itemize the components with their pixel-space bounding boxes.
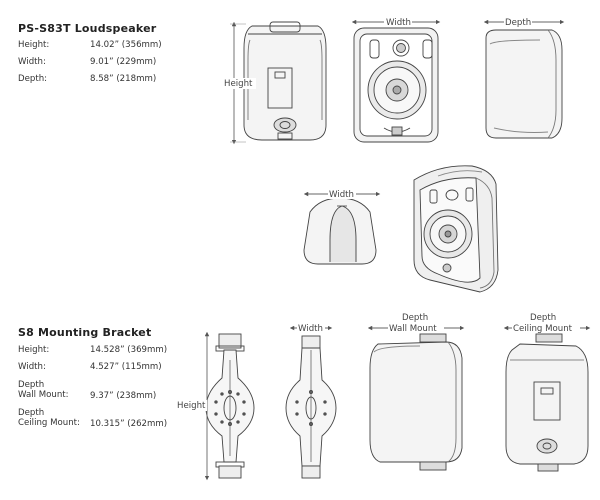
spec-label-line1: Depth xyxy=(18,408,45,418)
height-label: Height xyxy=(177,401,206,411)
bracket-side-view xyxy=(285,325,337,479)
depth-label: Depth xyxy=(402,313,428,323)
spec-label: Height: xyxy=(18,345,50,355)
bracket-title: S8 Mounting Bracket xyxy=(18,326,152,339)
spec-value: 8.58” (218mm) xyxy=(90,74,157,84)
width-label: Width xyxy=(329,190,354,200)
spec-label-line2: Wall Mount: xyxy=(18,390,69,400)
width-label: Width xyxy=(298,324,323,334)
spec-value: 9.01” (229mm) xyxy=(90,57,157,67)
spec-label: Depth Wall Mount: xyxy=(18,380,69,400)
spec-label: Depth Ceiling Mount: xyxy=(18,408,80,428)
speaker-top-view xyxy=(303,191,381,265)
speaker-perspective-view xyxy=(413,165,499,293)
spec-label: Width: xyxy=(18,362,46,372)
spec-value: 10.315” (262mm) xyxy=(90,419,168,429)
spec-value: 14.02” (356mm) xyxy=(90,40,162,50)
height-label: Height xyxy=(224,79,253,89)
ceiling-mount-view xyxy=(503,325,591,472)
spec-label-line1: Depth xyxy=(18,380,45,390)
bracket-front-view xyxy=(204,331,255,481)
spec-label: Height: xyxy=(18,40,50,50)
wall-mount-label: Wall Mount xyxy=(389,324,437,334)
spec-label: Depth: xyxy=(18,74,48,84)
spec-value: 4.527” (115mm) xyxy=(90,362,162,372)
spec-value: 9.37” (238mm) xyxy=(90,391,157,401)
depth-label: Depth xyxy=(505,18,531,28)
spec-label-line2: Ceiling Mount: xyxy=(18,418,80,428)
spec-value: 14.528” (369mm) xyxy=(90,345,168,355)
speaker-depth-view xyxy=(483,19,565,139)
wall-mount-view xyxy=(367,325,465,471)
width-label: Width xyxy=(386,18,411,28)
spec-label: Width: xyxy=(18,57,46,67)
ceiling-mount-label: Ceiling Mount xyxy=(513,324,573,334)
loudspeaker-title: PS-S83T Loudspeaker xyxy=(18,22,157,35)
speaker-front-view xyxy=(351,19,441,143)
depth-label: Depth xyxy=(530,313,556,323)
